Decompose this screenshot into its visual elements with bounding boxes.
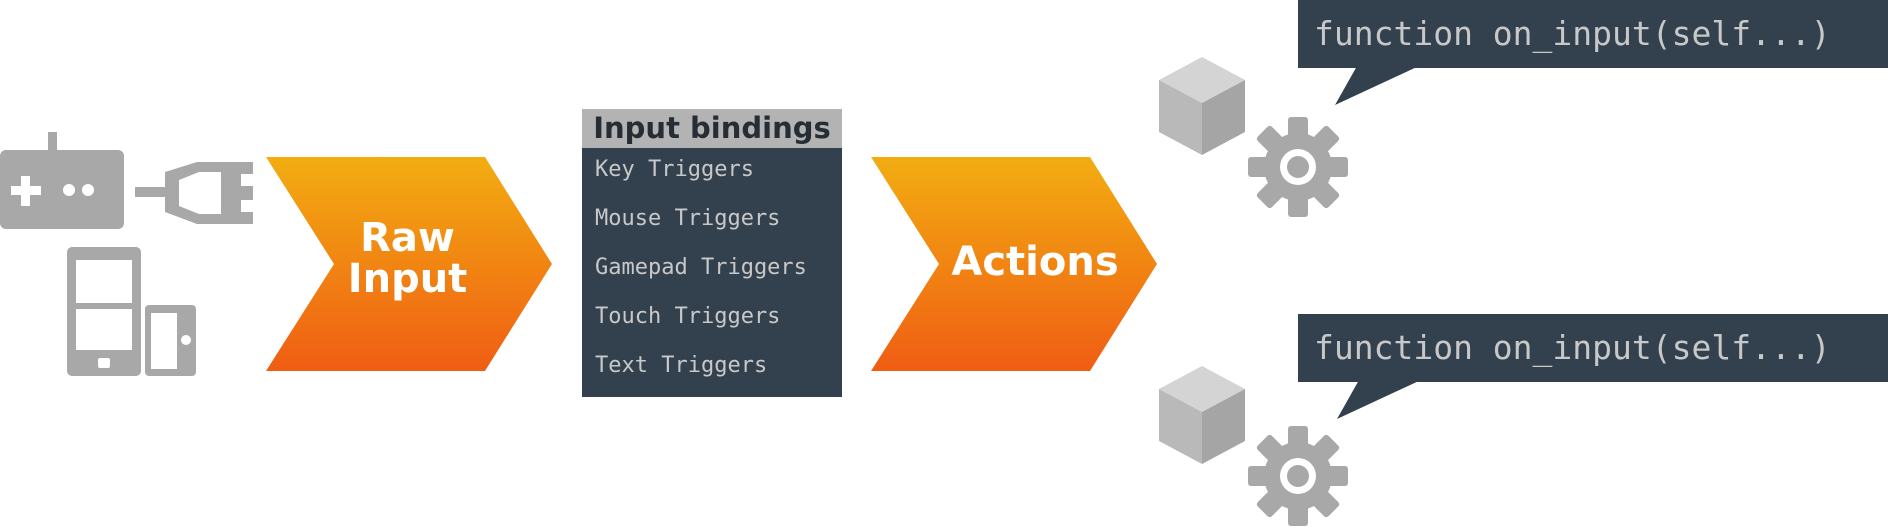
speech-bubble-tail [1335,66,1419,105]
raw-input-line1: Raw [360,215,455,261]
speech-bubble-tail [1337,380,1421,419]
raw-input-label: Raw Input [300,218,515,300]
usb-plug-icon [135,162,253,224]
cube-icon [1159,366,1245,464]
actions-label: Actions [951,239,1119,285]
code-text-1: function on_input(self...) [1314,14,1831,53]
gamepad-icon [0,132,124,229]
phone-icon [67,247,141,376]
mouse-triggers-item: Mouse Triggers [595,206,781,231]
input-bindings-panel: Input bindings Key Triggers Mouse Trigge… [582,109,842,397]
raw-input-line2: Input [347,255,468,302]
input-bindings-title: Input bindings [582,109,842,148]
text-triggers-item: Text Triggers [595,353,768,378]
gear-icon [1248,426,1348,526]
actions-chevron [871,157,1157,371]
code-bubble-2: function on_input(self...) [1298,314,1888,382]
gamepad-triggers-item: Gamepad Triggers [595,255,807,280]
code-text-2: function on_input(self...) [1314,328,1831,367]
cube-icon [1159,57,1245,155]
tablet-icon [145,305,196,376]
gear-icon [1248,117,1348,217]
touch-triggers-item: Touch Triggers [595,304,781,329]
key-triggers-item: Key Triggers [595,157,754,182]
raw-input-chevron [266,157,552,371]
code-bubble-1: function on_input(self...) [1298,0,1888,68]
